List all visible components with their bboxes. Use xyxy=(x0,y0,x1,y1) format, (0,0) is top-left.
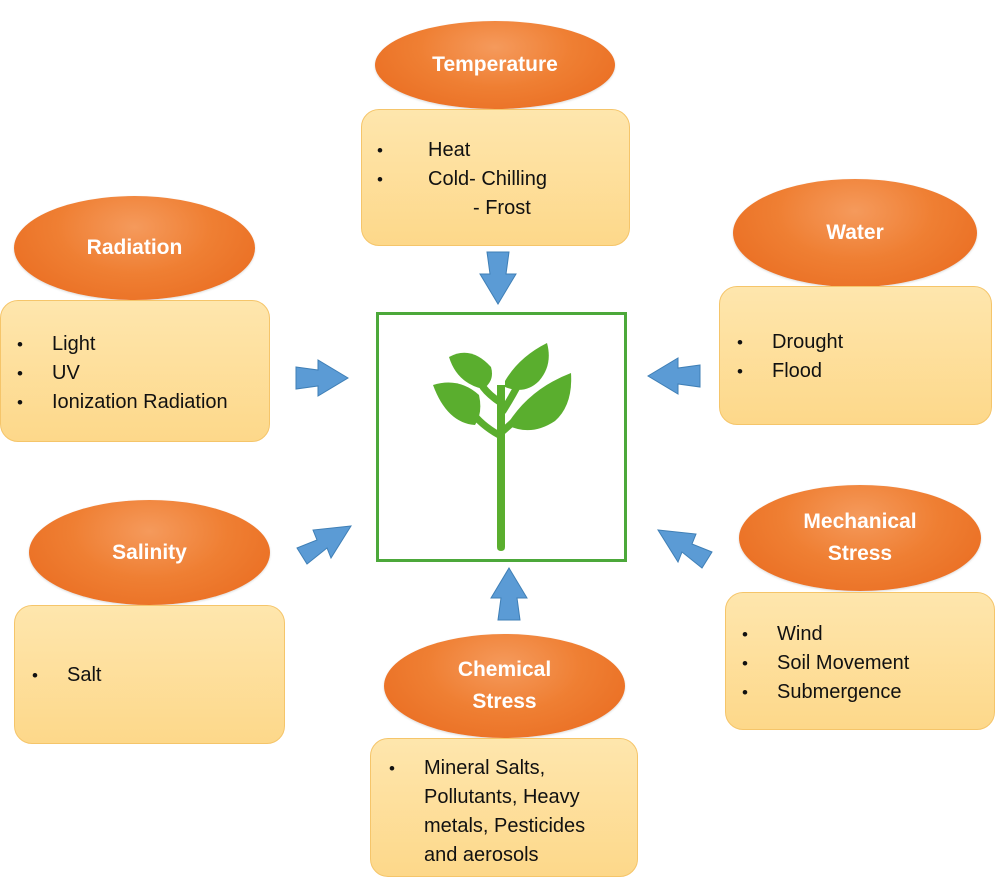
water-box: Drought Flood xyxy=(719,286,992,425)
salinity-header: Salinity xyxy=(29,500,270,605)
salinity-box: Salt xyxy=(14,605,285,744)
water-header: Water xyxy=(733,179,977,287)
radiation-item-light: Light xyxy=(17,330,269,359)
salinity-title: Salinity xyxy=(112,540,187,564)
mechanical-title-line2: Stress xyxy=(827,542,893,565)
radiation-title: Radiation xyxy=(86,236,183,259)
temperature-header: Temperature xyxy=(375,21,615,109)
radiation-item-ionization: Ionization Radiation xyxy=(17,388,269,417)
mechanical-item-soil: Soil Movement xyxy=(742,649,994,678)
temperature-sub-frost: - Frost xyxy=(473,197,531,219)
water-item-drought: Drought xyxy=(737,328,991,357)
plant-icon xyxy=(433,343,572,551)
chemical-item-line3: metals, Pesticides xyxy=(424,815,586,837)
arrow-chemical xyxy=(490,567,528,621)
arrow-mechanical xyxy=(657,529,713,569)
mechanical-item-submergence: Submergence xyxy=(742,678,994,707)
temperature-item-heat: Heat xyxy=(377,136,629,165)
chemical-title-line2: Stress xyxy=(472,690,537,713)
radiation-header: Radiation xyxy=(14,196,255,300)
water-item-flood: Flood xyxy=(737,357,991,386)
radiation-item-uv: UV xyxy=(17,359,269,388)
chemical-item-line1: Mineral Salts, xyxy=(389,754,637,783)
chemical-item-line2: Pollutants, Heavy xyxy=(424,786,580,808)
chemical-title-line1: Chemical xyxy=(457,658,552,681)
temperature-box: Heat Cold- Chilling - Frost xyxy=(361,109,630,246)
chemical-item-line4: and aerosols xyxy=(424,844,539,866)
arrow-temperature xyxy=(479,251,517,305)
chemical-header: Chemical Stress xyxy=(384,634,625,738)
arrow-water xyxy=(647,357,701,395)
mechanical-item-wind: Wind xyxy=(742,620,994,649)
mechanical-box: Wind Soil Movement Submergence xyxy=(725,592,995,730)
arrow-radiation xyxy=(295,359,349,397)
radiation-box: Light UV Ionization Radiation xyxy=(0,300,270,442)
plant-frame xyxy=(376,312,627,562)
arrow-salinity xyxy=(296,525,352,565)
water-title: Water xyxy=(826,221,884,244)
temperature-title: Temperature xyxy=(432,53,558,76)
temperature-item-cold: Cold- Chilling xyxy=(377,165,629,194)
chemical-box: Mineral Salts, Pollutants, Heavy metals,… xyxy=(370,738,638,877)
mechanical-header: Mechanical Stress xyxy=(739,485,981,591)
salinity-item-salt: Salt xyxy=(32,661,284,690)
mechanical-title-line1: Mechanical xyxy=(803,510,917,533)
